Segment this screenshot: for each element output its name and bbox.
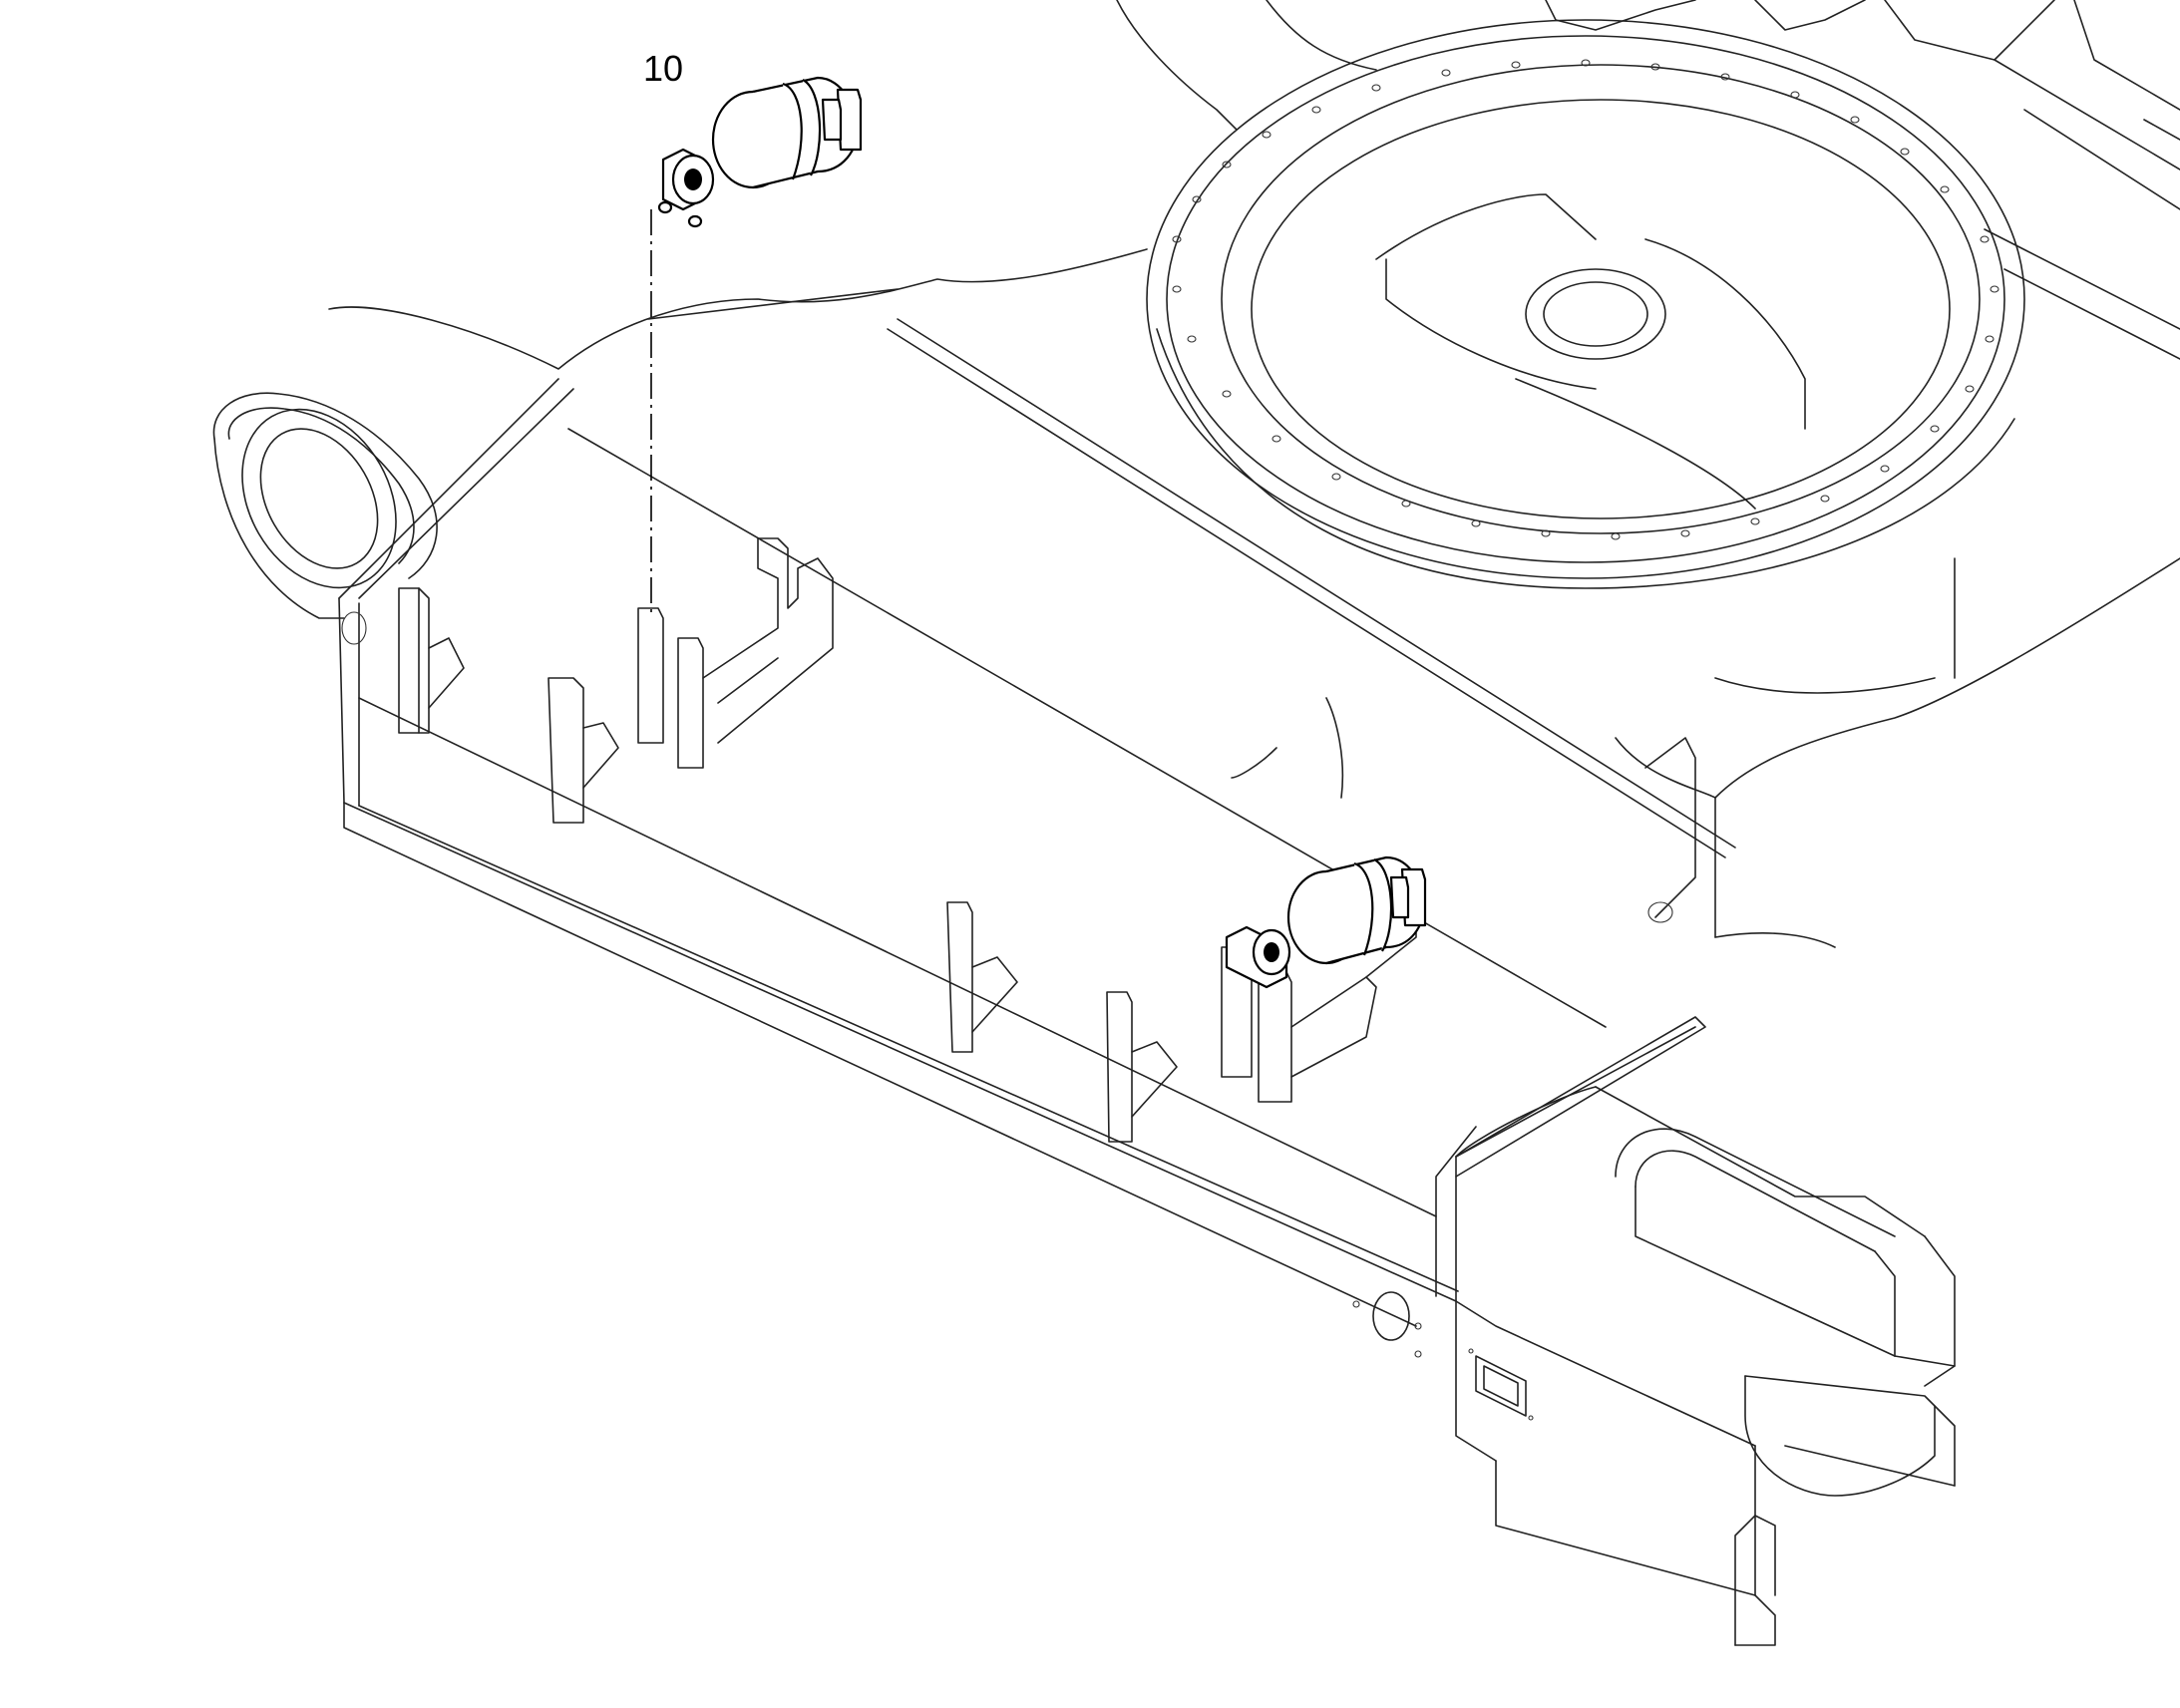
callout-label-10: 10 xyxy=(643,48,684,89)
tension-housing xyxy=(1455,1016,1956,1646)
bracket-upper-mid xyxy=(547,677,619,824)
roller-support-left xyxy=(637,537,834,769)
roller-assembly-icon xyxy=(657,76,863,228)
installed-roller-icon xyxy=(1225,855,1427,989)
slewing-ring xyxy=(1146,19,2025,589)
frame-side-plate xyxy=(1231,557,2180,948)
bracket-lower-left xyxy=(946,901,1018,1053)
bracket-lower-mid xyxy=(1106,991,1178,1143)
housing-details xyxy=(1352,1291,1534,1421)
ring-bolt-holes xyxy=(1172,59,1999,540)
upper-chassis xyxy=(1116,0,2180,360)
idler-boss xyxy=(212,392,438,645)
track-frame xyxy=(328,248,1736,1327)
bracket-upper-left xyxy=(398,587,465,734)
